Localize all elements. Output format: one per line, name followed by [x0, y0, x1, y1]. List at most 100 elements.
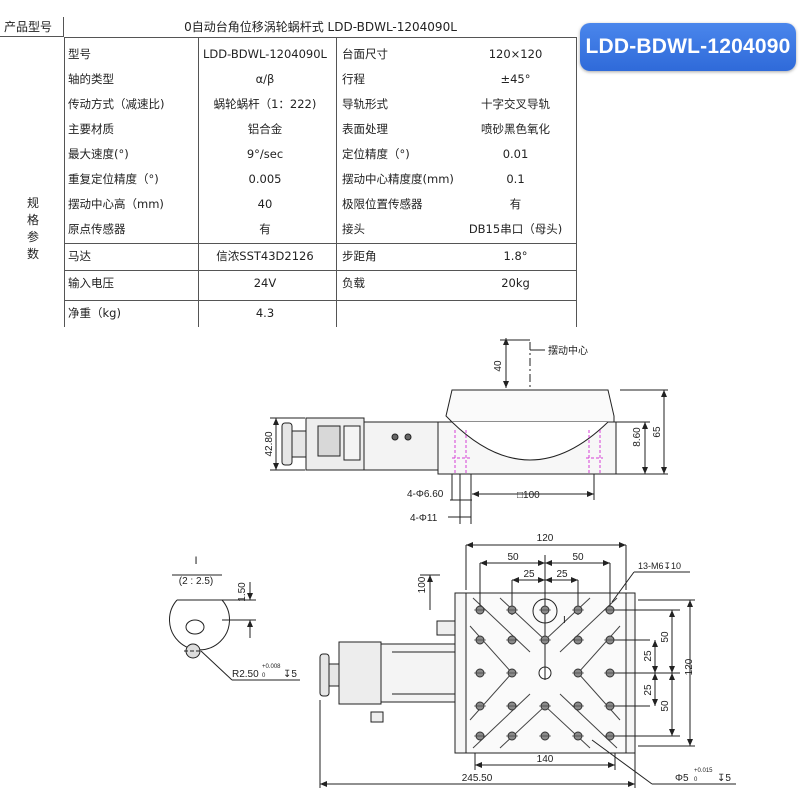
dim-245-50: 245.50: [462, 773, 493, 784]
dim-140: 140: [537, 754, 554, 765]
thread-spec: 13-M6↧10: [638, 561, 681, 571]
spec-key: 台面尺寸: [342, 47, 388, 61]
dim-25-r1: 25: [643, 650, 654, 662]
dim-8-60: 8.60: [632, 427, 643, 447]
product-title: 0自动台角位移涡轮蜗杆式 LDD-BDWL-1204090L: [64, 17, 577, 38]
spec-key: 马达: [68, 249, 91, 263]
spec-key: 表面处理: [342, 122, 388, 136]
spec-key: 导轨形式: [342, 97, 388, 111]
spec-key: 行程: [342, 72, 365, 86]
detail-view: [169, 574, 300, 681]
pin-depth: ↧5: [717, 773, 731, 784]
pin-tol-plus: +0.015: [694, 768, 713, 774]
spec-value: 信浓SST43D2126: [216, 249, 314, 263]
spec-value: 20kg: [501, 276, 530, 290]
dim-50-left: 50: [507, 552, 519, 563]
spec-key: 型号: [68, 47, 91, 61]
spec-row: 主要材质 铝合金 表面处理 喷砂黑色氧化: [64, 117, 577, 142]
spec-key: 极限位置传感器: [342, 197, 423, 211]
depth-mark: ↧5: [283, 669, 297, 680]
spec-key: 轴的类型: [68, 72, 114, 86]
spec-key: 输入电压: [68, 276, 114, 290]
spec-key: 重复定位精度（°): [68, 172, 159, 186]
spec-key: 步距角: [342, 249, 377, 263]
spec-key: 最大速度(°): [68, 147, 129, 161]
spec-value: 120×120: [488, 47, 543, 61]
spec-side-column: 规格参数: [0, 37, 65, 327]
dim-25-left: 25: [523, 569, 535, 580]
spec-value: 9°/sec: [246, 147, 284, 161]
motor-icon: [338, 641, 382, 705]
dim-25-right: 25: [556, 569, 568, 580]
spec-key: 摆动中心高（mm): [68, 197, 164, 211]
spec-row: 传动方式（减速比) 蜗轮蜗杆（1：222) 导轨形式 十字交叉导轨: [64, 92, 577, 117]
table-divider: [336, 37, 337, 327]
dim-40: 40: [493, 360, 504, 372]
dim-square: □100: [517, 490, 540, 501]
spec-value: 40: [257, 197, 273, 211]
hole-grid: [474, 605, 616, 741]
spec-key: 定位精度（°): [342, 147, 410, 161]
dim-50-right: 50: [572, 552, 584, 563]
spec-value: 0.01: [502, 147, 529, 161]
tol-plus: +0.008: [262, 664, 281, 670]
spec-row: 最大速度(°) 9°/sec 定位精度（°) 0.01: [64, 142, 577, 167]
spec-key: 摆动中心精度度(mm): [342, 172, 454, 186]
model-badge: LDD-BDWL-1204090: [580, 23, 796, 71]
dim-50-r2: 50: [660, 700, 671, 712]
spec-key: 传动方式（减速比): [68, 97, 165, 111]
top-view: [319, 542, 736, 788]
pin-dia: Φ5: [675, 773, 689, 784]
dim-hole-b: 4-Φ11: [410, 513, 438, 524]
handwheel-icon: [281, 422, 293, 466]
spec-value: 有: [259, 222, 271, 236]
detail-mark: I: [563, 615, 566, 626]
swing-center-label: 摆动中心: [548, 344, 588, 357]
spec-value: LDD-BDWL-1204090L: [203, 47, 327, 61]
spec-row: 摆动中心高（mm) 40 极限位置传感器 有: [64, 192, 577, 217]
dim-1-50: 1.50: [237, 582, 248, 602]
spec-value: 蜗轮蜗杆（1：222): [213, 97, 317, 111]
dim-r250: R2.50: [232, 669, 259, 680]
spec-value: 十字交叉导轨: [481, 97, 550, 111]
spec-value: 1.8°: [503, 249, 528, 263]
spec-key: 负载: [342, 276, 365, 290]
dim-hole-a: 4-Φ6.60: [407, 489, 444, 500]
detail-scale: (2 : 2.5): [179, 576, 213, 587]
spec-side-label: 规格参数: [26, 196, 39, 261]
table-divider: [576, 37, 577, 327]
dim-100: 100: [417, 576, 428, 593]
spec-value: 喷砂黑色氧化: [481, 122, 550, 136]
dim-25-r2: 25: [643, 684, 654, 696]
spec-value: 有: [509, 197, 522, 211]
spec-value: 0.1: [506, 172, 525, 186]
spec-value: ±45°: [500, 72, 531, 86]
product-model-label: 产品型号: [0, 17, 64, 37]
spec-value: 0.005: [248, 172, 282, 186]
spec-key: 净重（kg): [68, 306, 121, 320]
spec-table: 产品型号 0自动台角位移涡轮蜗杆式 LDD-BDWL-1204090L 规格参数…: [0, 17, 577, 327]
table-divider: [198, 37, 199, 327]
dim-120-right: 120: [684, 658, 695, 675]
pin-tol-zero: 0: [694, 777, 698, 783]
spec-value: 4.3: [255, 306, 275, 320]
detail-label: I: [194, 555, 197, 567]
spec-key: 接头: [342, 222, 365, 236]
handwheel-icon: [319, 653, 330, 697]
spec-value: α/β: [255, 72, 275, 86]
spec-key: 原点传感器: [68, 222, 126, 236]
spec-key: 主要材质: [68, 122, 114, 136]
spec-row: 马达 信浓SST43D2126 步距角 1.8°: [64, 243, 577, 269]
spec-row: 型号 LDD-BDWL-1204090L 台面尺寸 120×120: [64, 42, 577, 67]
spec-value: 24V: [253, 276, 277, 290]
spec-value: 铝合金: [247, 122, 283, 136]
dim-50-r1: 50: [660, 631, 671, 643]
spec-row: 重复定位精度（°) 0.005 摆动中心精度度(mm) 0.1: [64, 167, 577, 192]
dim-65: 65: [652, 426, 663, 438]
spec-row: 输入电压 24V 负载 20kg: [64, 270, 577, 296]
tol-zero: 0: [262, 673, 266, 679]
spec-row: 净重（kg) 4.3: [64, 300, 577, 326]
spec-row: 原点传感器 有 接头 DB15串口（母头): [64, 217, 577, 242]
dim-42-80: 42.80: [264, 431, 275, 456]
